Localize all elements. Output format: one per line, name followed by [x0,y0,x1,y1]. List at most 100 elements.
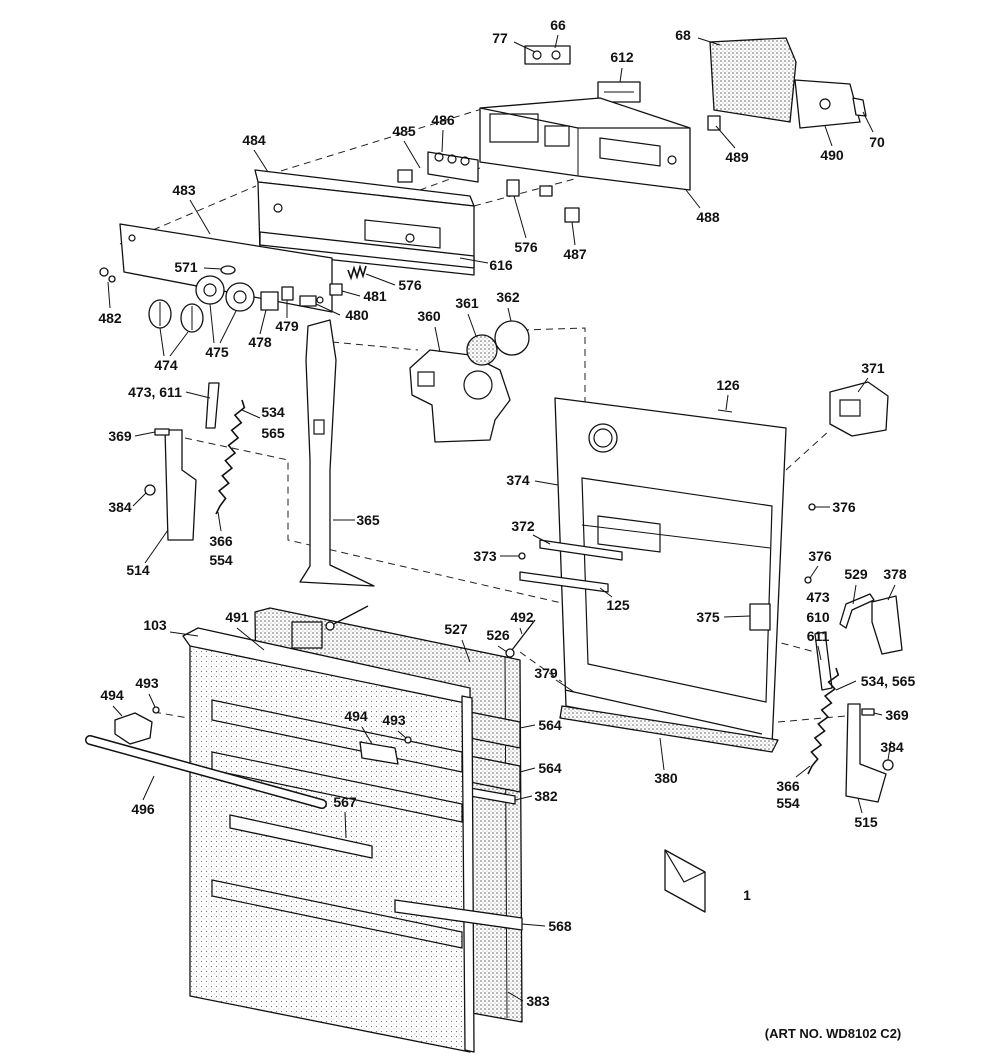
part-475-detail [233,290,247,304]
part-568-shape [394,899,523,931]
part-567-shape [229,814,373,859]
dashed-line [769,639,816,653]
part-526-washer [505,648,515,658]
part-491-inner [211,751,463,823]
leader-line [169,331,189,357]
callout-label: 491 [225,609,249,625]
callout-label: 616 [489,257,513,273]
part-483-detail [128,234,136,242]
part-484-detail [405,233,415,243]
leader-lines [107,34,896,1002]
part-365-shape [299,319,375,587]
callout-label: 126 [716,377,740,393]
callout-label: 488 [696,209,720,225]
part-527-edge [504,655,508,1019]
leader-line [824,125,833,147]
part-534-565-spring [215,399,246,515]
part-488-detail [599,137,661,167]
leader-line [514,795,533,801]
leader-line [862,111,874,133]
leader-line [236,627,265,651]
part-360-detail [417,371,435,387]
part-103-bolt-head [325,621,335,631]
part-484-detail [364,219,441,249]
part-494-shape [114,712,153,745]
callout-label: 365 [356,512,380,528]
leader-line [361,726,373,745]
leader-line [315,303,341,316]
art-number: (ART NO. WD8102 C2) [765,1026,902,1041]
callout-label: 68 [675,27,691,43]
leader-line [134,431,156,437]
dashed-line [519,651,563,683]
part-486-detail [447,154,457,164]
callout-label: 487 [563,246,587,262]
part-488-detail [544,125,570,147]
callout-label: 361 [455,295,479,311]
callout-label: 473 [806,589,830,605]
callout-label: 567 [333,794,357,810]
part-491-inner [211,879,463,949]
part-371-detail [839,399,861,417]
leader-line [817,645,822,661]
dashed-line [473,177,579,207]
leader-line [217,511,222,532]
callout-label: 478 [248,334,272,350]
part-378-shape [871,595,903,655]
callout-label: 554 [776,795,800,811]
part-373-screw [518,552,526,560]
leader-line [467,313,477,337]
callout-label: 534 [261,404,285,420]
part-514-shape [164,429,197,541]
leader-line [203,267,222,270]
leader-line [397,730,407,739]
leader-line [461,639,471,663]
leader-line [725,394,729,411]
callout-label: 610 [806,609,830,625]
callout-label: 494 [344,708,368,724]
callout-label: 379 [534,665,558,681]
leader-line [169,631,199,637]
part-473-610-611-shape [814,631,833,691]
callout-label: 103 [143,617,167,633]
leader-line [697,37,721,46]
outer-door-group [85,605,536,1053]
leader-line [107,281,111,309]
part-529-shape [839,593,875,629]
leader-line [659,737,665,771]
leader-line [857,377,869,393]
callout-label: 481 [363,288,387,304]
middle-parts-group [299,319,889,753]
callout-label: 484 [242,132,266,148]
callout-label: 485 [392,123,416,139]
leader-line [519,627,523,635]
callout-label: 489 [725,149,749,165]
leader-line [259,309,267,335]
leader-line [459,257,489,264]
part-488-detail [489,113,539,143]
part-371-shape [829,381,889,437]
callout-label: 576 [514,239,538,255]
leader-line [809,565,819,579]
part-616-shape [259,231,475,269]
part-374-inner [581,477,773,703]
part-375-shape [749,603,771,631]
part-482-shape [108,275,116,283]
part-362-shape [494,320,530,356]
leader-line [599,587,613,598]
leader-line [241,409,261,419]
leader-line [112,705,123,717]
callout-label: 527 [444,621,468,637]
part-576-shape [506,179,520,197]
part-486-detail [434,152,444,162]
part-369-screw [861,708,875,716]
callout-label: 360 [417,308,441,324]
part-475-knob [195,275,225,305]
callout-label: 77 [492,30,508,46]
part-66-detail [551,50,561,60]
part-360-detail [463,370,493,400]
part-126-screw [717,409,733,413]
callout-label: 571 [174,259,198,275]
part-479-shape [281,286,294,301]
